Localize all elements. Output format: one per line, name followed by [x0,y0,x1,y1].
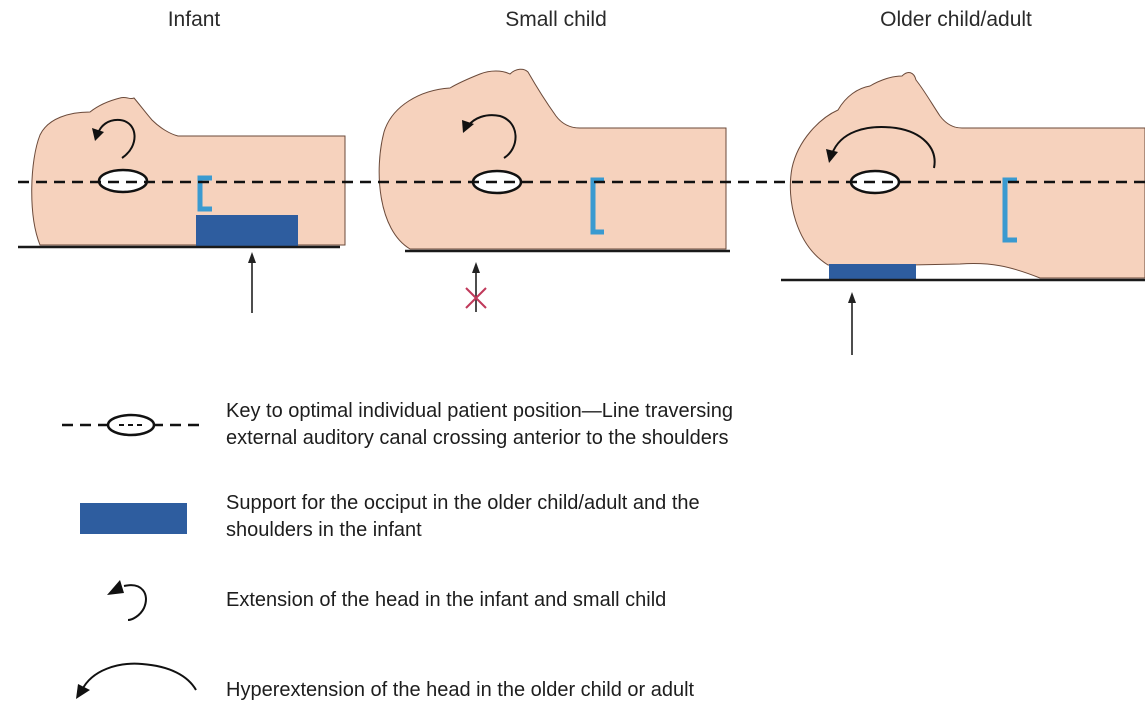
infant-shoulder-support [196,215,298,247]
legend-key-line-text-1: Key to optimal individual patient positi… [226,398,733,425]
legend-support-text: Support for the occiput in the older chi… [226,490,700,544]
small-child-body-silhouette [379,69,726,249]
legend-icon-hyperextension-arrow [76,664,196,699]
infant-support-arrowhead [248,252,256,263]
legend-icon-extension-arrow [107,580,146,620]
legend-extension-text: Extension of the head in the infant and … [226,587,666,614]
legend-icon-support-block [80,503,187,534]
small-child-figure [379,69,730,312]
small-child-support-arrowhead [472,262,480,273]
infant-ear-canal [99,170,147,192]
legend-key-line-text-2: external auditory canal crossing anterio… [226,425,733,452]
adult-support-arrowhead [848,292,856,303]
infant-body-silhouette [32,97,345,245]
adult-body-silhouette [790,73,1145,278]
legend-icon-key-line [62,415,200,435]
legend-key-line-text: Key to optimal individual patient positi… [226,398,733,452]
adult-occiput-support [829,264,916,280]
older-child-adult-figure [781,73,1145,355]
legend-hyperextension-text: Hyperextension of the head in the older … [226,677,694,704]
infant-figure [18,97,345,313]
legend-support-text-1: Support for the occiput in the older chi… [226,490,700,517]
legend-support-text-2: shoulders in the infant [226,517,700,544]
